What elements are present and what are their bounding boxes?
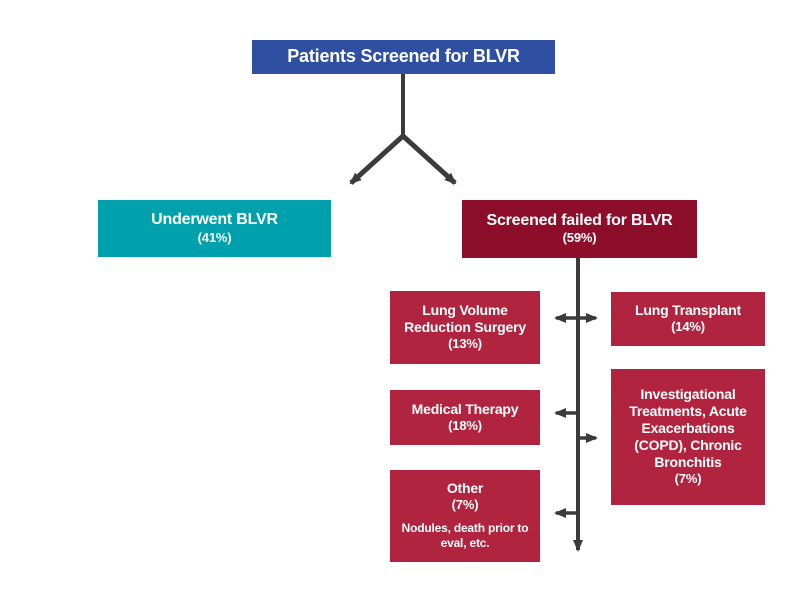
node-lvrs-label: Lung Volume Reduction Surgery [404,301,526,336]
node-underwent-blvr-label: Underwent BLVR [151,211,278,229]
node-lung-transplant-label: Lung Transplant [635,302,741,319]
arrow-to-failed [401,134,457,185]
node-other-label: Other [446,479,484,496]
node-screen-failed-pct: (59%) [562,230,597,246]
node-lung-transplant-pct: (14%) [671,319,705,335]
node-underwent-blvr-pct: (41%) [197,229,232,245]
node-other-note: Nodules, death prior to eval, etc. [401,520,529,551]
node-other: Other (7%) Nodules, death prior to eval,… [390,470,540,562]
node-lung-transplant: Lung Transplant (14%) [611,292,765,346]
node-medical-therapy: Medical Therapy (18%) [390,390,540,445]
node-underwent-blvr: Underwent BLVR (41%) [98,200,331,257]
arrow-to-underwent [349,134,405,185]
node-investigational-label: Investigational Treatments, Acute Exacer… [629,385,747,471]
node-screen-failed-label: Screened failed for BLVR [486,211,673,229]
node-lvrs-pct: (13%) [448,336,482,352]
node-screen-failed: Screened failed for BLVR (59%) [462,200,697,258]
node-patients-screened-label: Patients Screened for BLVR [287,46,520,67]
node-patients-screened: Patients Screened for BLVR [252,40,555,74]
node-medical-therapy-pct: (18%) [448,417,482,433]
node-medical-therapy-label: Medical Therapy [411,400,519,417]
node-lung-volume-reduction-surgery: Lung Volume Reduction Surgery (13%) [390,291,540,364]
node-investigational-pct: (7%) [674,471,702,487]
node-other-pct: (7%) [451,497,479,512]
node-investigational-treatments: Investigational Treatments, Acute Exacer… [611,369,765,505]
